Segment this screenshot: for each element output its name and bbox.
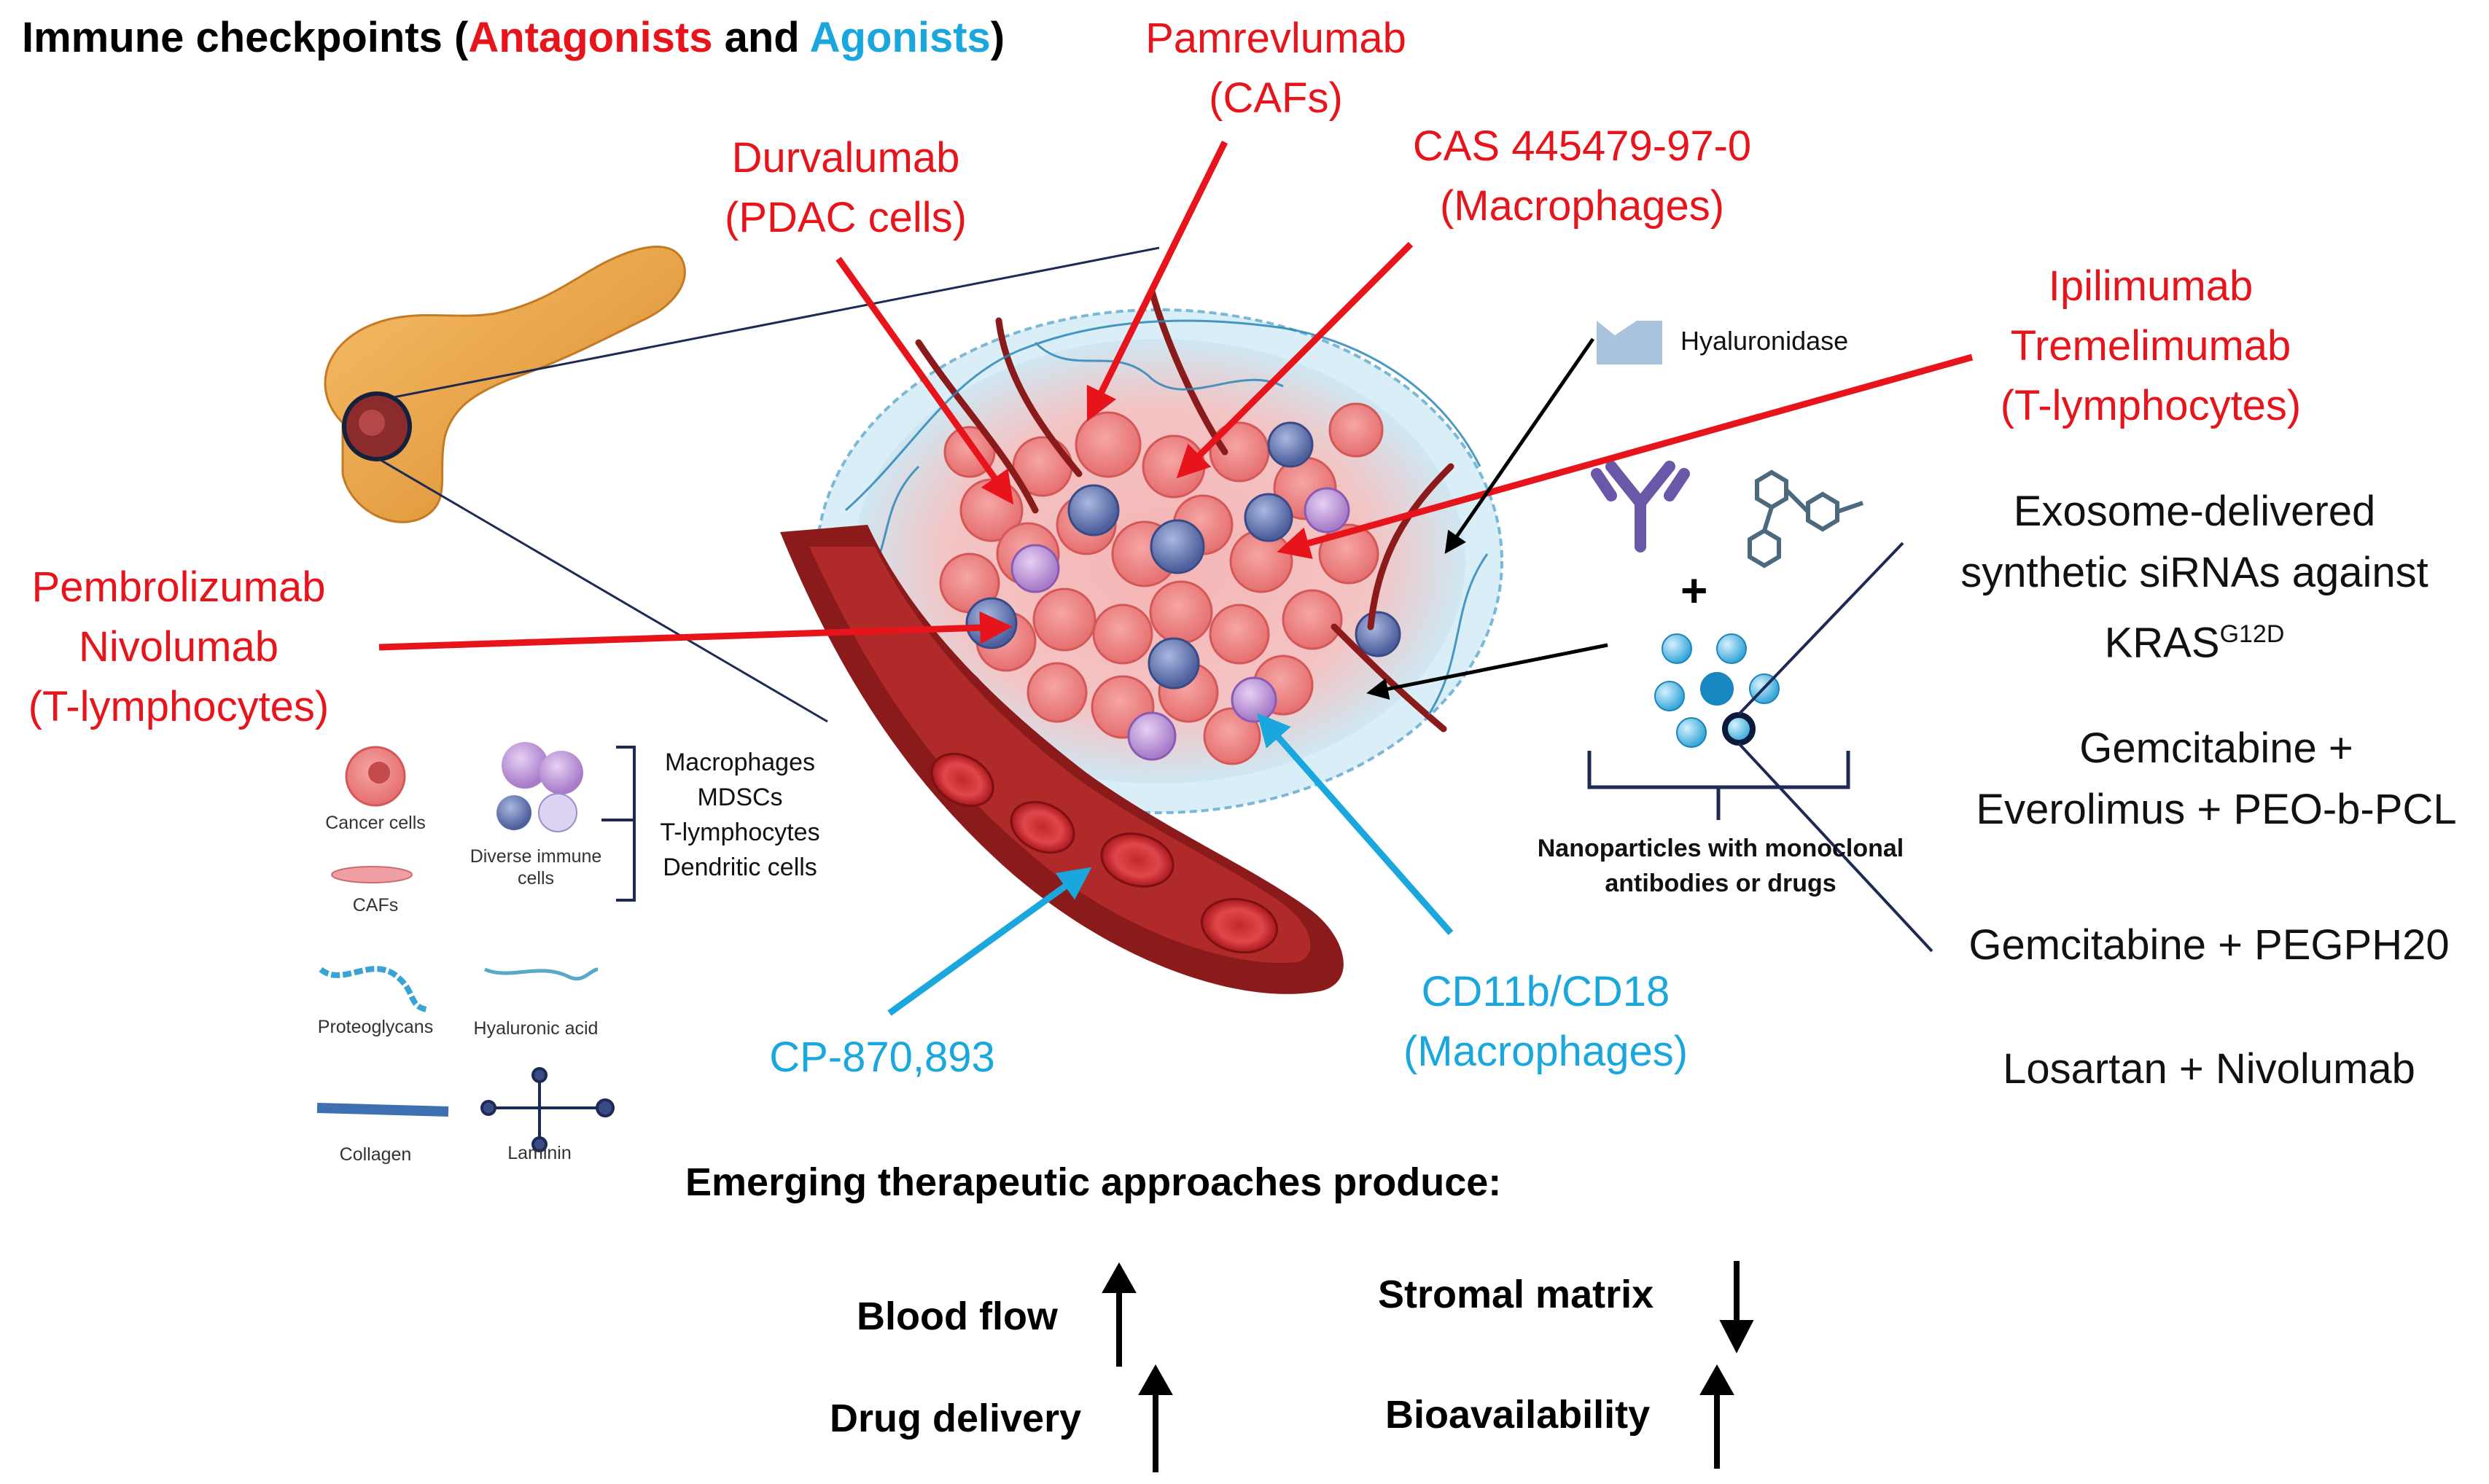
immune-bracket bbox=[601, 746, 636, 902]
immune-list-macrophages: Macrophages bbox=[664, 749, 815, 776]
plus-sign: + bbox=[1680, 564, 1708, 617]
legend-icons bbox=[316, 742, 636, 1152]
legend-proteoglycans-label: Proteoglycans bbox=[317, 1017, 434, 1037]
kras-text: KRAS bbox=[2104, 619, 2220, 667]
nanoparticles-line-2: antibodies or drugs bbox=[1605, 870, 1836, 897]
therapy-losartan: Losartan + Nivolumab bbox=[1939, 1039, 2479, 1100]
label-cas: CAS 445479-97-0 (Macrophages) bbox=[1378, 117, 1786, 236]
arrow-hyaluronidase bbox=[1444, 337, 1595, 554]
legend-laminin-icon bbox=[480, 1067, 615, 1152]
therapy-link-lower bbox=[1737, 742, 1933, 953]
legend-laminin-label: Laminin bbox=[507, 1143, 572, 1163]
therapy-exosome: Exosome-delivered synthetic siRNAs again… bbox=[1939, 481, 2450, 673]
pembrolizumab-target: (T-lymphocytes) bbox=[28, 683, 330, 730]
label-pembrolizumab: Pembrolizumab Nivolumab (T-lymphocytes) bbox=[0, 558, 357, 737]
bioavailability-label: Bioavailability bbox=[1385, 1393, 1651, 1437]
pancreas-illustration bbox=[324, 246, 686, 523]
title-agonists: Agonists bbox=[809, 14, 991, 61]
emerging-heading: Emerging therapeutic approaches produce: bbox=[685, 1160, 1502, 1204]
title-antagonists: Antagonists bbox=[468, 14, 713, 61]
nanoparticles-caption: Nanoparticles with monoclonal antibodies… bbox=[1495, 831, 1947, 901]
arrow-cas bbox=[1176, 241, 1414, 479]
figure-title: Immune checkpoints (Antagonists and Agon… bbox=[22, 7, 1005, 69]
immune-list-dendritic: Dendritic cells bbox=[663, 854, 817, 881]
label-cp-870893: CP-870,893 bbox=[736, 1028, 1028, 1087]
exosome-line-3: KRASG12D bbox=[1939, 604, 2450, 673]
arrow-pembrolizumab bbox=[378, 611, 1013, 651]
pamrevlumab-target: (CAFs) bbox=[1209, 74, 1343, 122]
therapy-link-upper bbox=[1737, 542, 1904, 716]
hyaluronidase-label: Hyaluronidase bbox=[1680, 326, 1849, 356]
cas-name: CAS 445479-97-0 bbox=[1412, 122, 1752, 170]
cd11b-name: CD11b/CD18 bbox=[1421, 968, 1670, 1015]
stromal-matrix-label: Stromal matrix bbox=[1378, 1273, 1654, 1316]
drug-delivery-label: Drug delivery bbox=[830, 1397, 1082, 1440]
legend-cafs-label: CAFs bbox=[352, 895, 399, 915]
legend-cancer-cells-label: Cancer cells bbox=[325, 813, 426, 833]
label-cd11b: CD11b/CD18 (Macrophages) bbox=[1371, 962, 1721, 1082]
losartan-text: Losartan + Nivolumab bbox=[2003, 1045, 2415, 1093]
pamrevlumab-name: Pamrevlumab bbox=[1145, 15, 1406, 62]
arrow-cd11b bbox=[1257, 713, 1454, 935]
title-prefix: Immune checkpoints ( bbox=[22, 14, 469, 61]
arrow-ipilimumab bbox=[1277, 354, 1974, 559]
nivolumab-name: Nivolumab bbox=[79, 623, 278, 671]
gem-evero-line-2: Everolimus + PEO-b-PCL bbox=[1976, 786, 2457, 833]
cd11b-target: (Macrophages) bbox=[1403, 1028, 1688, 1075]
therapy-gem-everolimus: Gemcitabine + Everolimus + PEO-b-PCL bbox=[1954, 718, 2479, 840]
blood-flow-label: Blood flow bbox=[857, 1294, 1058, 1338]
immune-list-t-lymphocytes: T-lymphocytes bbox=[660, 819, 820, 846]
durvalumab-target: (PDAC cells) bbox=[725, 194, 967, 241]
label-durvalumab: Durvalumab (PDAC cells) bbox=[693, 128, 999, 248]
hyaluronidase-icon bbox=[1597, 321, 1662, 364]
legend-diverse-immune-label: Diverse immune cells bbox=[459, 846, 612, 889]
blood-vessel bbox=[780, 525, 1344, 994]
gem-evero-line-1: Gemcitabine + bbox=[2079, 725, 2353, 772]
durvalumab-name: Durvalumab bbox=[731, 134, 960, 181]
legend-collagen-icon bbox=[316, 1103, 449, 1117]
exosome-line-2: synthetic siRNAs against bbox=[1960, 549, 2428, 596]
arrow-cp bbox=[887, 867, 1092, 1016]
nanoparticle-bracket bbox=[1587, 751, 1850, 820]
legend-immune-cells-icon bbox=[496, 742, 583, 832]
zoom-line-top bbox=[393, 246, 1160, 399]
tremelimumab-name: Tremelimumab bbox=[2010, 322, 2291, 370]
arrow-pamrevlumab bbox=[1086, 141, 1228, 422]
nanoparticles-line-1: Nanoparticles with monoclonal bbox=[1537, 835, 1904, 862]
legend-collagen-label: Collagen bbox=[339, 1144, 412, 1165]
legend-caf-icon bbox=[331, 866, 413, 883]
arrow-nanoparticles bbox=[1366, 643, 1608, 700]
title-suffix: ) bbox=[990, 14, 1005, 61]
diverse-immune-line-1: Diverse immune bbox=[470, 846, 602, 867]
gem-peg-text: Gemcitabine + PEGPH20 bbox=[1968, 921, 2450, 969]
cas-target: (Macrophages) bbox=[1439, 182, 1725, 230]
ipilimumab-name: Ipilimumab bbox=[2048, 262, 2254, 310]
arrow-durvalumab bbox=[835, 257, 1014, 505]
cp-name: CP-870,893 bbox=[769, 1034, 995, 1081]
kras-superscript: G12D bbox=[2219, 620, 2285, 648]
ipilimumab-target: (T-lymphocytes) bbox=[2000, 382, 2302, 429]
exosome-line-1: Exosome-delivered bbox=[2013, 488, 2376, 535]
pembrolizumab-name: Pembrolizumab bbox=[31, 563, 326, 611]
therapy-gem-pegph20: Gemcitabine + PEGPH20 bbox=[1939, 915, 2479, 976]
legend-proteoglycans-icon bbox=[319, 966, 428, 1012]
diverse-immune-line-2: cells bbox=[517, 868, 554, 889]
legend-hyaluronic-acid-label: Hyaluronic acid bbox=[473, 1018, 599, 1039]
title-and: and bbox=[712, 14, 810, 61]
zoom-line-bottom bbox=[378, 458, 828, 723]
small-molecule-icon bbox=[1748, 469, 1863, 569]
immune-cell-list: Macrophages MDSCs T-lymphocytes Dendriti… bbox=[642, 745, 838, 885]
immune-list-mdscs: MDSCs bbox=[697, 784, 783, 811]
label-pamrevlumab: Pamrevlumab (CAFs) bbox=[1123, 9, 1429, 128]
label-ipilimumab: Ipilimumab Tremelimumab (T-lymphocytes) bbox=[1954, 257, 2348, 436]
antibody-icon bbox=[1591, 461, 1690, 552]
legend-hyaluronic-acid-icon bbox=[484, 967, 599, 981]
